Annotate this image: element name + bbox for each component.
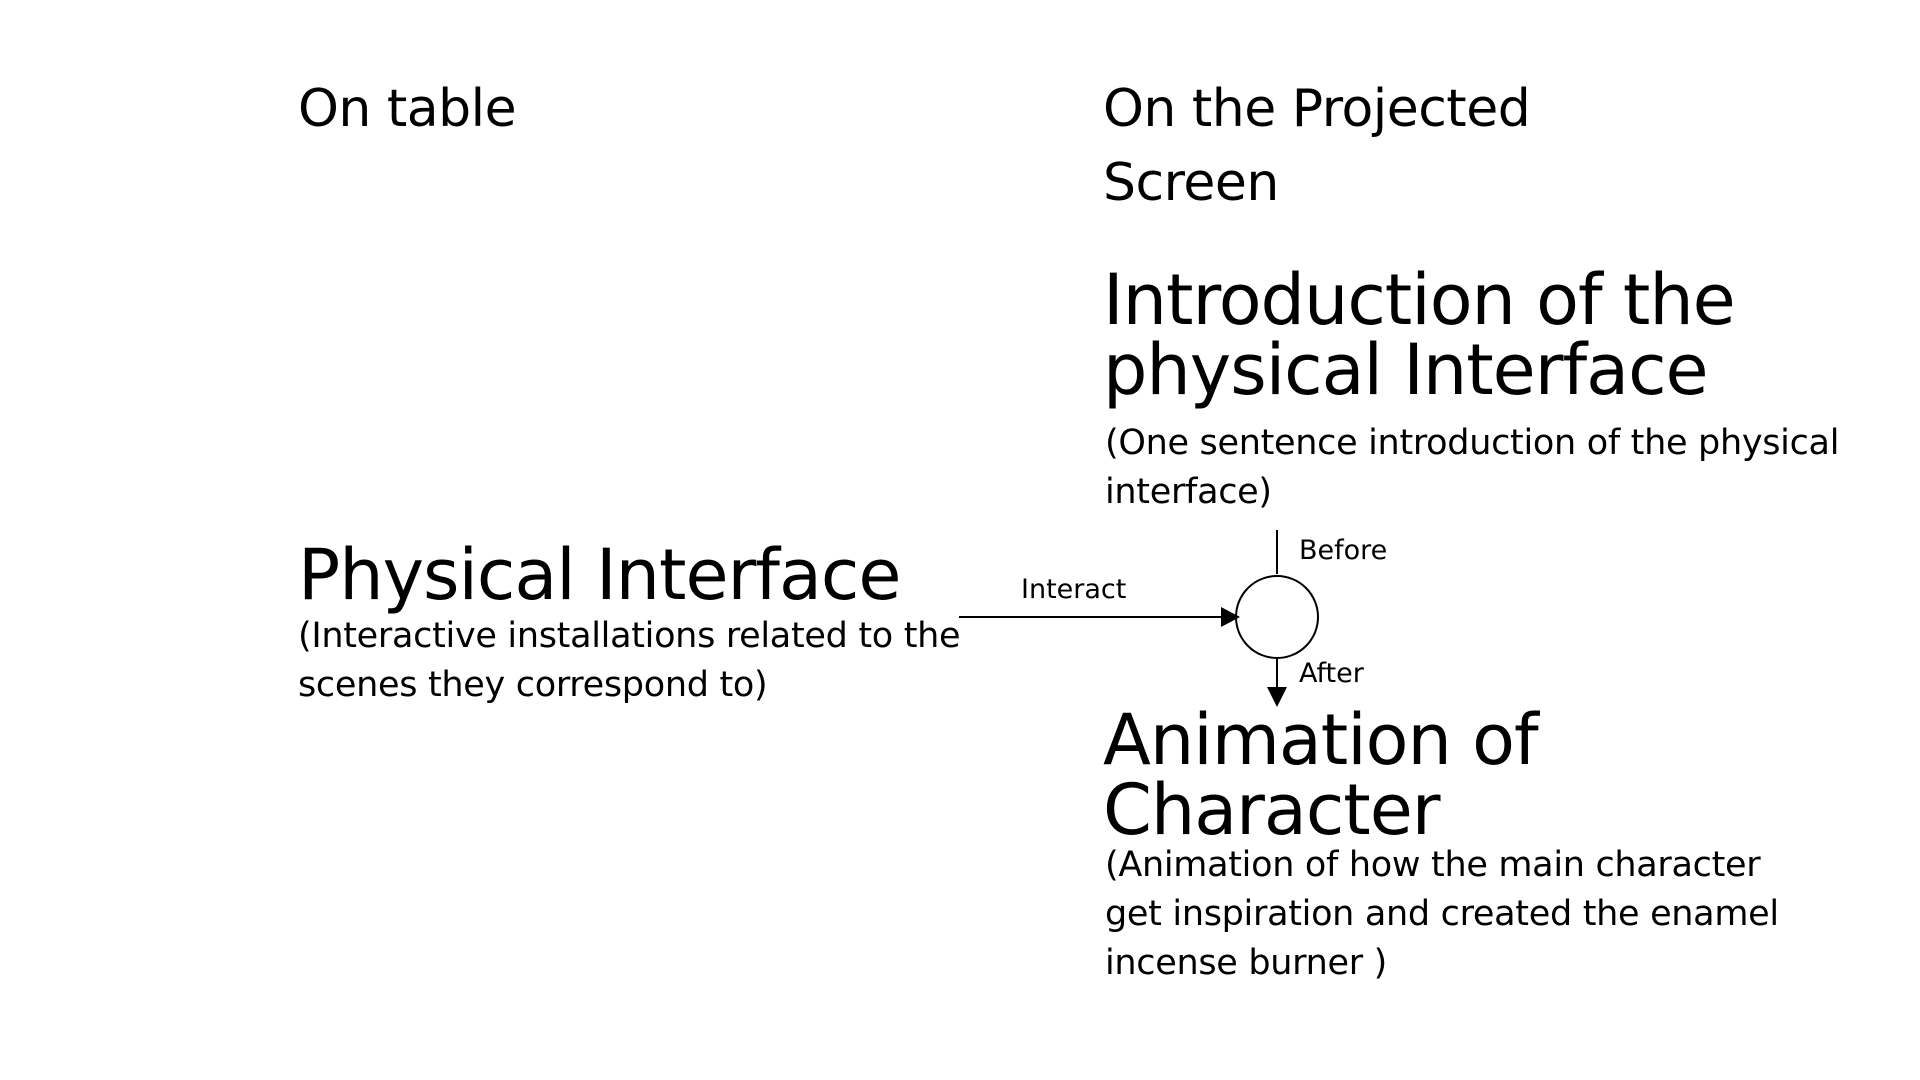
introduction-desc-line-1: (One sentence introduction of the physic… <box>1105 423 1840 463</box>
state-node-circle <box>1235 575 1319 659</box>
right-column-heading-line-2: Screen <box>1103 153 1279 213</box>
animation-title-line-2: Character <box>1103 769 1441 851</box>
physical-interface-desc-line-2: scenes they correspond to) <box>298 665 768 705</box>
interact-arrowhead <box>1221 607 1240 627</box>
introduction-title-line-1: Introduction of the <box>1103 259 1736 341</box>
animation-title-line-1: Animation of <box>1103 699 1539 781</box>
animation-desc-line-2: get inspiration and created the enamel <box>1105 894 1779 934</box>
physical-interface-desc-line-1: (Interactive installations related to th… <box>298 616 961 656</box>
left-column-heading: On table <box>298 79 517 139</box>
after-label: After <box>1299 658 1364 689</box>
right-column-heading-line-1: On the Projected <box>1103 79 1531 139</box>
before-label: Before <box>1299 535 1388 566</box>
after-arrowhead <box>1267 687 1287 707</box>
introduction-title-line-2: physical Interface <box>1103 329 1709 411</box>
animation-desc-line-3: incense burner ) <box>1105 943 1388 983</box>
introduction-desc-line-2: interface) <box>1105 472 1272 512</box>
animation-desc-line-1: (Animation of how the main character <box>1105 845 1761 885</box>
interact-label: Interact <box>1021 574 1127 605</box>
physical-interface-title: Physical Interface <box>298 534 901 616</box>
